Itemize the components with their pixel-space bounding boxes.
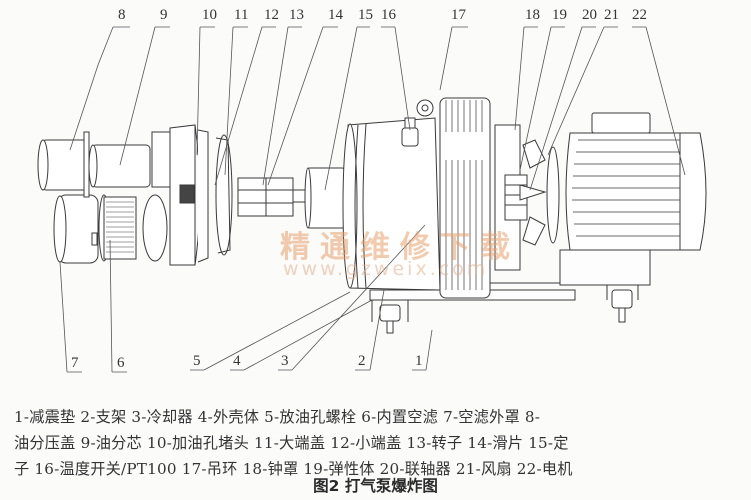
lifting-ring <box>416 99 434 117</box>
label-8: 8 <box>118 7 126 23</box>
exploded-view-diagram <box>37 26 707 373</box>
label-7: 7 <box>71 355 79 371</box>
label-14: 14 <box>328 7 343 23</box>
fan <box>519 139 560 246</box>
rotor <box>237 177 308 217</box>
label-10: 10 <box>202 7 217 23</box>
label-20: 20 <box>582 7 597 23</box>
parts-legend: 1-减震垫 2-支架 3-冷却器 4-外壳体 5-放油孔螺栓 6-内置空滤 7-… <box>14 404 740 482</box>
housing <box>342 117 441 291</box>
label-4: 4 <box>233 353 241 369</box>
label-9: 9 <box>160 7 168 23</box>
label-1: 1 <box>415 353 423 369</box>
label-21: 21 <box>604 7 619 23</box>
label-19: 19 <box>552 7 567 23</box>
figure-title: 图2 打气泵爆炸图 <box>313 477 438 495</box>
watermark-url: www.gzweix.com <box>283 258 489 280</box>
label-13: 13 <box>289 7 304 23</box>
label-16: 16 <box>381 7 396 23</box>
label-17: 17 <box>451 7 466 23</box>
large-end-cover <box>151 124 209 266</box>
leader-lines <box>59 26 686 373</box>
air-filter-cover <box>53 194 99 264</box>
legend-line-3: 子 16-温度开关/PT100 17-吊环 18-钟罩 19-弹性体 20-联轴… <box>14 460 573 478</box>
legend-line-1: 1-减震垫 2-支架 3-冷却器 4-外壳体 5-放油孔螺栓 6-内置空滤 7-… <box>14 408 541 426</box>
stator <box>304 167 346 229</box>
label-15: 15 <box>358 7 373 23</box>
label-18: 18 <box>525 7 540 23</box>
internal-air-filter <box>98 194 168 262</box>
label-6: 6 <box>117 355 125 371</box>
label-22: 22 <box>632 7 647 23</box>
label-5: 5 <box>193 353 201 369</box>
oil-separator-core <box>88 144 151 188</box>
label-11: 11 <box>234 7 249 23</box>
motor <box>565 112 707 251</box>
cooler <box>439 97 491 299</box>
watermark: 精通维修下载 <box>280 230 520 265</box>
legend-line-2: 油分压盖 9-油分芯 10-加油孔堵头 11-大端盖 12-小端盖 13-转子 … <box>14 434 569 452</box>
label-2: 2 <box>358 353 366 369</box>
small-end-cover <box>215 134 233 256</box>
oil-separator-cover <box>37 131 90 198</box>
label-3: 3 <box>281 353 289 369</box>
label-12: 12 <box>264 7 279 23</box>
